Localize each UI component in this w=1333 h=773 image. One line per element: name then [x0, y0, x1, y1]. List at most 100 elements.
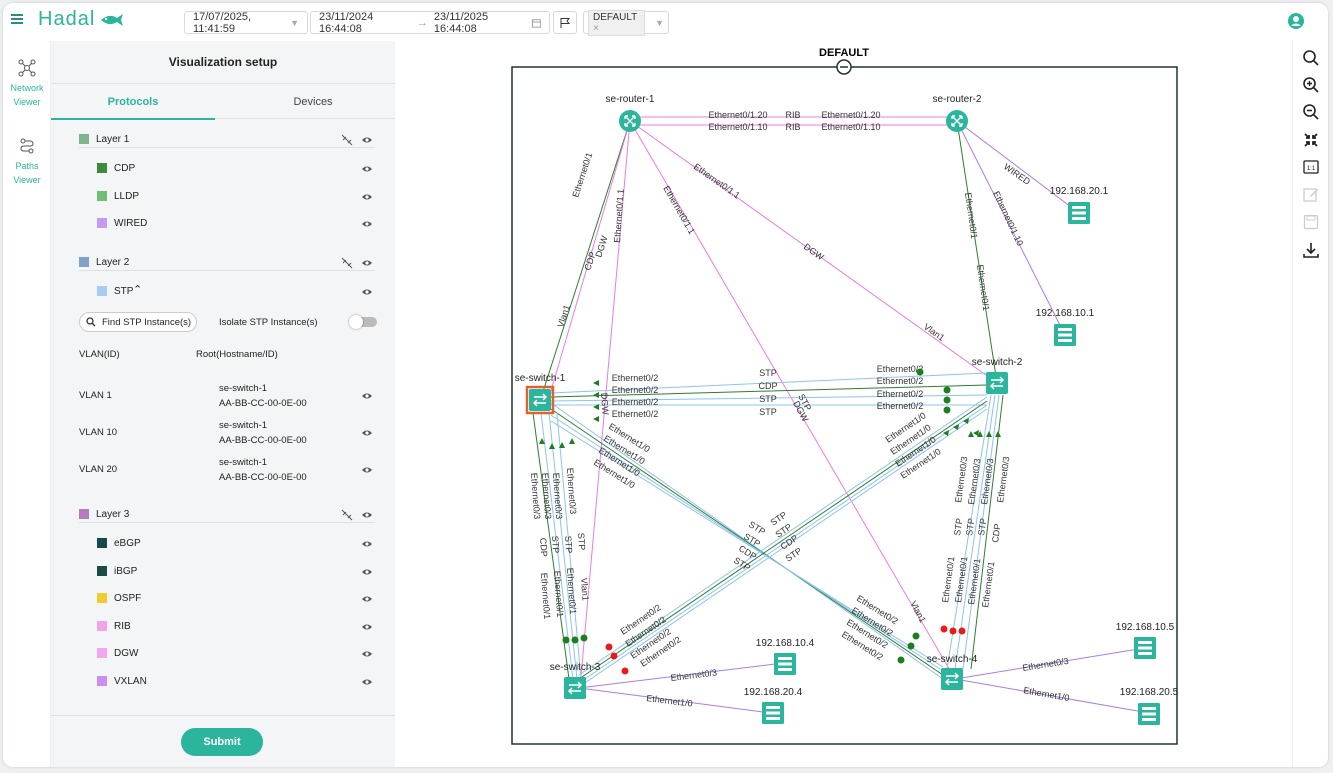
find-stp-button[interactable]: Find STP Instance(s) [79, 312, 197, 332]
eye-icon[interactable] [361, 538, 373, 550]
save-icon[interactable] [1302, 213, 1320, 231]
edge-cdp[interactable] [550, 384, 988, 398]
edge-label: STP [952, 518, 964, 537]
topology-graph[interactable]: DEFAULT Ethernet0/1.20 Ethernet0/1.10 RI… [395, 41, 1292, 767]
eye-icon[interactable] [361, 218, 373, 230]
eye-icon[interactable] [361, 509, 373, 521]
edge-stp[interactable] [946, 394, 992, 670]
edge-dgw[interactable] [547, 120, 631, 402]
node-host-20-4[interactable] [762, 702, 784, 724]
paths-icon [20, 138, 34, 154]
node-switch-1[interactable] [525, 385, 555, 415]
edge-dgw[interactable] [629, 120, 956, 680]
edge-stp[interactable] [550, 420, 944, 668]
zoom-in-icon[interactable] [1302, 76, 1320, 94]
rail-paths-viewer[interactable]: Paths Viewer [3, 137, 51, 187]
eye-icon[interactable] [361, 390, 373, 402]
edge-wired[interactable] [578, 662, 784, 689]
edge-dgw[interactable] [629, 120, 998, 384]
node-host-20-5[interactable] [1138, 703, 1160, 725]
node-switch-4[interactable] [940, 667, 964, 691]
layer-swatch [79, 134, 89, 144]
download-icon[interactable] [1302, 241, 1320, 259]
node-host-20-1[interactable] [1068, 202, 1090, 224]
node-label: 192.168.20.4 [744, 687, 803, 698]
close-icon[interactable]: × [593, 22, 599, 34]
edge-wired[interactable] [578, 687, 772, 714]
unlink-icon[interactable] [341, 509, 353, 521]
edge-stp[interactable] [550, 402, 944, 680]
edit-icon[interactable] [1302, 186, 1320, 204]
stp-root-id: AA-BB-CC-00-0E-00 [219, 398, 307, 409]
edge-label: STP [964, 518, 976, 537]
edge-stp[interactable] [550, 394, 988, 402]
rail-network-viewer[interactable]: Network Viewer [3, 59, 51, 109]
stp-root-id: AA-BB-CC-00-0E-00 [219, 435, 307, 446]
zoom-out-icon[interactable] [1302, 103, 1320, 121]
unlink-icon[interactable] [341, 257, 353, 269]
tab-devices[interactable]: Devices [293, 96, 333, 108]
fit-view-icon[interactable] [1302, 131, 1320, 149]
eye-icon[interactable] [361, 621, 373, 633]
col-vlan-header: VLAN(ID) [79, 349, 120, 360]
edge-stp[interactable] [550, 414, 944, 672]
edge-stp[interactable] [578, 404, 988, 684]
eye-icon[interactable] [361, 286, 373, 298]
edge-stp[interactable] [550, 372, 988, 394]
edge-cdp[interactable] [956, 120, 998, 384]
node-label: 192.168.20.1 [1050, 186, 1109, 197]
port-status-up [943, 396, 951, 404]
tab-protocols[interactable]: Protocols [51, 84, 215, 120]
flag-button[interactable] [553, 11, 577, 34]
node-switch-3[interactable] [563, 676, 587, 700]
edge-cdp[interactable] [970, 394, 1004, 670]
menu-icon[interactable] [11, 14, 23, 24]
node-router-1[interactable] [618, 109, 642, 133]
chevron-up-icon[interactable]: ⌃ [133, 284, 143, 296]
eye-icon[interactable] [361, 648, 373, 660]
svg-text:1:1: 1:1 [1307, 166, 1316, 172]
edge-wired[interactable] [956, 120, 1066, 336]
divider [79, 270, 375, 271]
eye-icon[interactable] [361, 191, 373, 203]
eye-icon[interactable] [361, 676, 373, 688]
search-icon[interactable] [1302, 49, 1320, 67]
edge-wired[interactable] [956, 120, 1080, 214]
eye-icon[interactable] [361, 134, 373, 146]
eye-icon[interactable] [361, 566, 373, 578]
edge-stp[interactable] [578, 396, 988, 676]
edge-stp[interactable] [540, 412, 574, 680]
user-avatar-icon[interactable] [1288, 13, 1304, 29]
eye-icon[interactable] [361, 427, 373, 439]
eye-icon[interactable] [361, 257, 373, 269]
edge-stp[interactable] [962, 394, 1000, 670]
actual-size-icon[interactable]: 1:1 [1302, 158, 1320, 176]
edge-cdp[interactable] [578, 400, 988, 680]
unlink-icon[interactable] [341, 134, 353, 146]
date-range-picker[interactable]: 23/11/2024 16:44:08 → 23/11/2025 16:44:0… [310, 11, 550, 35]
layer-row-3: Layer 3 [51, 505, 395, 527]
edge-stp[interactable] [954, 394, 996, 670]
isolate-stp-toggle[interactable] [349, 315, 377, 329]
view-select[interactable]: DEFAULT × ▼ [583, 9, 669, 36]
node-host-10-4[interactable] [774, 653, 796, 675]
edge-cdp[interactable] [539, 120, 631, 402]
time-picker[interactable]: 17/07/2025, 11:41:59 ▼ [184, 11, 308, 35]
eye-icon[interactable] [361, 163, 373, 175]
edge-wired[interactable] [954, 647, 1146, 680]
edge-stp[interactable] [548, 412, 578, 680]
edge-stp[interactable] [556, 412, 582, 680]
network-canvas[interactable]: DEFAULT Ethernet0/1.20 Ethernet0/1.10 RI… [395, 41, 1292, 767]
node-host-10-1[interactable] [1054, 324, 1076, 346]
edge-wired[interactable] [954, 678, 1150, 714]
eye-icon[interactable] [361, 593, 373, 605]
node-host-10-5[interactable] [1134, 637, 1156, 659]
eye-icon[interactable] [361, 464, 373, 476]
submit-button[interactable]: Submit [181, 728, 263, 756]
node-switch-2[interactable] [985, 371, 1009, 395]
edge-stp[interactable] [578, 408, 988, 688]
edge-label: Ethernet0/1 [966, 558, 982, 605]
node-router-2[interactable] [945, 109, 969, 133]
edge-cdp[interactable] [550, 408, 944, 676]
edge-cdp[interactable] [532, 412, 570, 680]
